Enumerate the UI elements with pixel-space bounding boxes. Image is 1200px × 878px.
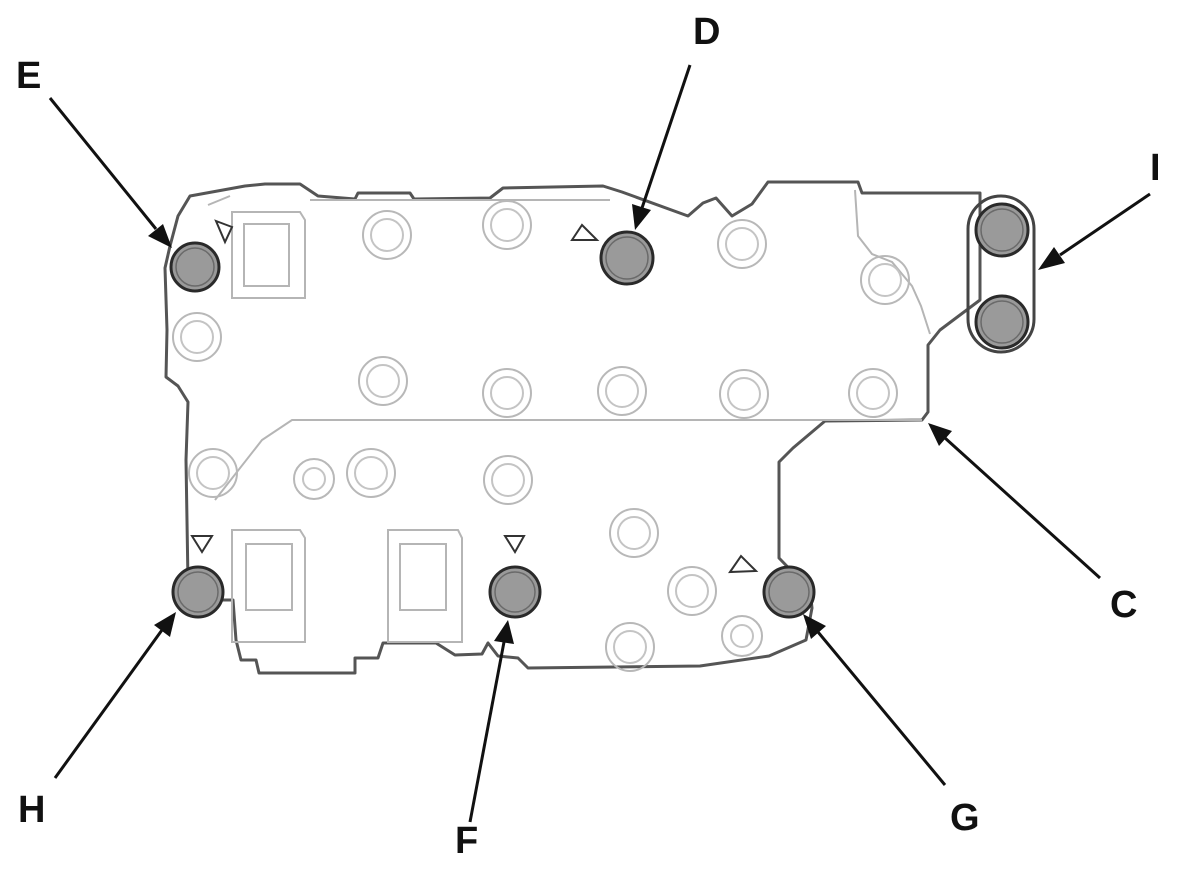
callout-label-g: G <box>950 797 980 839</box>
valve-body-outline <box>163 180 982 675</box>
boss <box>719 369 769 419</box>
boss <box>609 508 659 558</box>
callout-label-h: H <box>18 789 45 831</box>
pin-g <box>762 565 816 619</box>
pin-slot-i <box>966 194 1036 354</box>
inner-ridge-right <box>854 189 931 335</box>
boss <box>848 368 898 418</box>
leader-h <box>53 612 176 779</box>
boss <box>717 219 767 269</box>
boss <box>482 200 532 250</box>
boss <box>482 368 532 418</box>
boss <box>667 566 717 616</box>
triangle-mark-h <box>190 535 214 554</box>
leader-i <box>1038 192 1151 270</box>
boss <box>605 622 655 672</box>
triangle-mark-f <box>503 535 526 554</box>
triangle-mark-g <box>728 554 759 574</box>
boss <box>358 356 408 406</box>
boss <box>188 448 238 498</box>
callout-label-f: F <box>455 820 478 862</box>
callout-label-i: I <box>1150 147 1161 189</box>
pin-e <box>169 241 221 293</box>
boss <box>362 210 412 260</box>
boss <box>293 458 335 500</box>
boss <box>860 255 910 305</box>
pocket-top-left <box>231 211 306 299</box>
callout-label-d: D <box>693 11 720 53</box>
callout-label-e: E <box>16 55 41 97</box>
boss <box>597 366 647 416</box>
pin-h <box>171 565 225 619</box>
leader-f <box>468 620 514 823</box>
leader-e <box>48 97 172 248</box>
boss <box>346 448 396 498</box>
inner-ridge-left <box>207 195 231 206</box>
pocket-bottom-middle <box>387 529 463 643</box>
bolt-bosses <box>172 200 910 672</box>
leader-c <box>928 423 1102 580</box>
pin-f <box>488 565 542 619</box>
triangle-mark-e <box>214 219 234 245</box>
pin-i-upper <box>974 202 1030 258</box>
boss <box>483 455 533 505</box>
boss <box>721 615 763 657</box>
leader-d <box>632 64 692 230</box>
pin-d <box>599 230 655 286</box>
leader-g <box>803 614 947 786</box>
callout-label-c: C <box>1110 584 1137 626</box>
inner-ridge-divider <box>214 419 922 501</box>
pocket-bottom-left <box>231 529 306 643</box>
boss <box>172 312 222 362</box>
pin-i-lower <box>974 294 1030 350</box>
triangle-mark-d <box>570 223 600 241</box>
